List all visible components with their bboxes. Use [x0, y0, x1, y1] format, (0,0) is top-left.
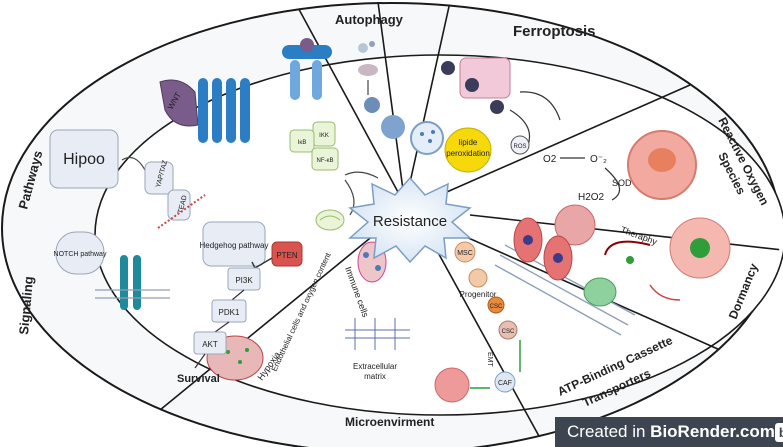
ikk-label: IKK [319, 133, 329, 139]
yap-taz-box [144, 161, 174, 195]
emt-label: EMT [486, 352, 493, 368]
pten-box [271, 241, 303, 267]
csc-top-cell [487, 296, 505, 314]
badge-brand: BioRender.com [650, 422, 775, 441]
msc-label: MSC [457, 250, 473, 257]
theraphy-arrow [604, 240, 651, 256]
pdk1-label: PDK1 [219, 308, 240, 317]
msc-cell [454, 241, 476, 263]
nfkb-label: NF-κB [317, 158, 334, 164]
abc-transporters [513, 217, 617, 307]
hedgehog-label: Hedgehog pathway [200, 241, 269, 250]
caf-label: CAF [498, 380, 512, 387]
lipide-label-2: peroxidation [446, 149, 490, 158]
microenv-arrows [470, 340, 521, 389]
notch-label-1: NOTCH pathway [54, 251, 107, 258]
jak-receptor [282, 38, 332, 100]
autophagy-title: Autophagy [335, 12, 404, 27]
csc-bottom-cell [498, 320, 518, 340]
ecm-label-1: Extracellular [353, 362, 397, 371]
caf-cell [494, 371, 516, 393]
hipoo-arrow [121, 157, 146, 171]
resistance-burst [348, 176, 472, 264]
hedgehog-box [202, 221, 266, 267]
sod-arrow [604, 167, 621, 201]
ecm-illustration [345, 318, 410, 350]
ros-bubble [510, 135, 530, 155]
ferroptosis-illustration [441, 57, 561, 146]
signaling-title: Signaling [16, 276, 36, 336]
sod-label: SOD [612, 178, 632, 188]
microenv-title: Microenvirment [345, 415, 434, 429]
progenitor-label: Progenitor [460, 290, 497, 299]
tead-box [167, 189, 191, 221]
ikb-label: IκB [298, 140, 307, 146]
wnt-receptor [159, 78, 250, 143]
ferroptosis-title: Ferroptosis [513, 23, 596, 40]
autophagy-illustration [358, 41, 444, 155]
survival-label: Survival [177, 373, 220, 385]
akt-box [193, 331, 227, 355]
h2o2-label: H2O2 [578, 192, 605, 203]
ikk-complex [289, 121, 339, 171]
mito-arrow [344, 179, 355, 216]
badge-prefix: Created in [567, 422, 651, 441]
akt-label: AKT [202, 340, 218, 349]
akt-arrow [194, 353, 206, 369]
lipid-peroxidation-blob [444, 127, 492, 173]
dna-strand [157, 194, 206, 229]
csc-top-label: CSC [490, 304, 503, 310]
progenitor-cell [468, 268, 488, 288]
pi3k-label: PI3K [235, 276, 253, 285]
resistance-label: Resistance [373, 213, 447, 230]
biorender-badge[interactable]: Created in BioRender.com bio [555, 417, 783, 447]
hipoo-box [49, 129, 119, 189]
sector-dividers [159, 2, 781, 447]
badge-text: Created in BioRender.com [555, 422, 775, 442]
o2-minus-label: O⁻₂ [590, 154, 607, 165]
notch-receptors [95, 255, 170, 310]
mitochondria [315, 209, 345, 231]
tumor-cluster [434, 367, 470, 403]
csc-bottom-label: CSC [502, 329, 515, 335]
notch-box [55, 231, 105, 275]
ros-label: ROS [513, 144, 526, 150]
dormancy-illustration [554, 204, 731, 301]
hipoo-label: Hipoo [63, 151, 105, 168]
pdk1-arrow [214, 321, 230, 333]
o2-label: O2 [543, 154, 557, 165]
tead-label: TEAD [177, 195, 189, 215]
nfkb-arrow [344, 171, 379, 179]
pten-label: PTEN [276, 251, 298, 260]
pi3k-arrow [231, 289, 245, 301]
lipide-label-1: lipide [459, 138, 478, 147]
ecm-label-2: matrix [364, 372, 386, 381]
ros-cell [627, 130, 697, 200]
biorender-logo-icon: bio [774, 422, 783, 442]
